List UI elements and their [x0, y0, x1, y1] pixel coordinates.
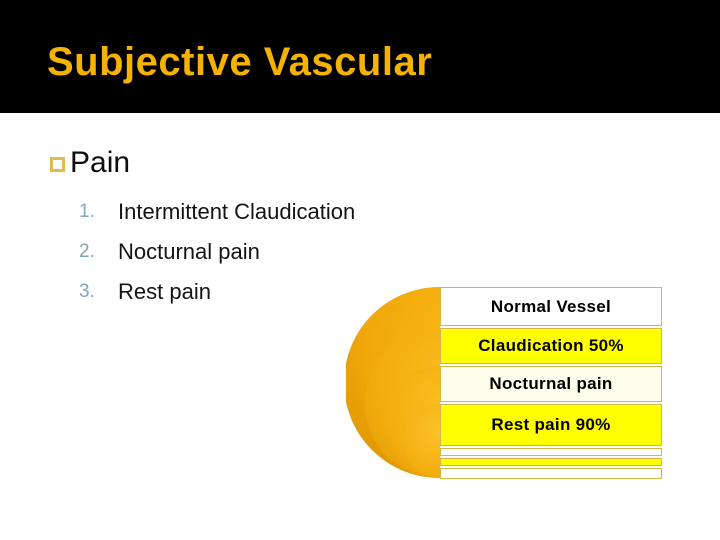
diagram-row-label: Claudication 50%: [478, 336, 624, 355]
pain-heading: Pain: [50, 146, 130, 180]
pain-heading-label: Pain: [70, 146, 131, 179]
diagram-thin-row: [440, 468, 662, 479]
diagram-row-label: Nocturnal pain: [489, 374, 613, 393]
square-bullet-icon: [50, 157, 65, 172]
nested-semicircles-graphic: [346, 287, 440, 479]
list-item-text: Rest pain: [118, 279, 211, 304]
list-item: 2. Nocturnal pain: [79, 232, 355, 272]
diagram-row-rest-pain: Rest pain 90%: [440, 404, 662, 446]
list-number: 2.: [79, 241, 95, 262]
vessel-occlusion-diagram: Normal Vessel Claudication 50% Nocturnal…: [346, 287, 662, 479]
diagram-row-label: Normal Vessel: [490, 296, 612, 316]
list-item: 1. Intermittent Claudication: [79, 192, 355, 232]
list-item-text: Nocturnal pain: [118, 239, 260, 264]
diagram-thin-row: [440, 458, 662, 466]
diagram-row-nocturnal-pain: Nocturnal pain: [440, 366, 662, 402]
slide-title: Subjective Vascular: [47, 40, 433, 84]
title-bar: Subjective Vascular: [0, 0, 720, 113]
diagram-row-normal-vessel: Normal Vessel: [440, 287, 662, 326]
list-item: 3. Rest pain: [79, 272, 355, 312]
diagram-thin-row: [440, 448, 662, 456]
diagram-label-rows: Normal Vessel Claudication 50% Nocturnal…: [440, 287, 662, 479]
list-item-text: Intermittent Claudication: [118, 199, 356, 224]
pain-symptom-list: 1. Intermittent Claudication 2. Nocturna…: [79, 192, 355, 312]
diagram-row-label: Rest pain 90%: [491, 415, 611, 434]
list-number: 3.: [79, 281, 95, 302]
diagram-row-claudication: Claudication 50%: [440, 328, 662, 364]
list-number: 1.: [79, 201, 95, 222]
